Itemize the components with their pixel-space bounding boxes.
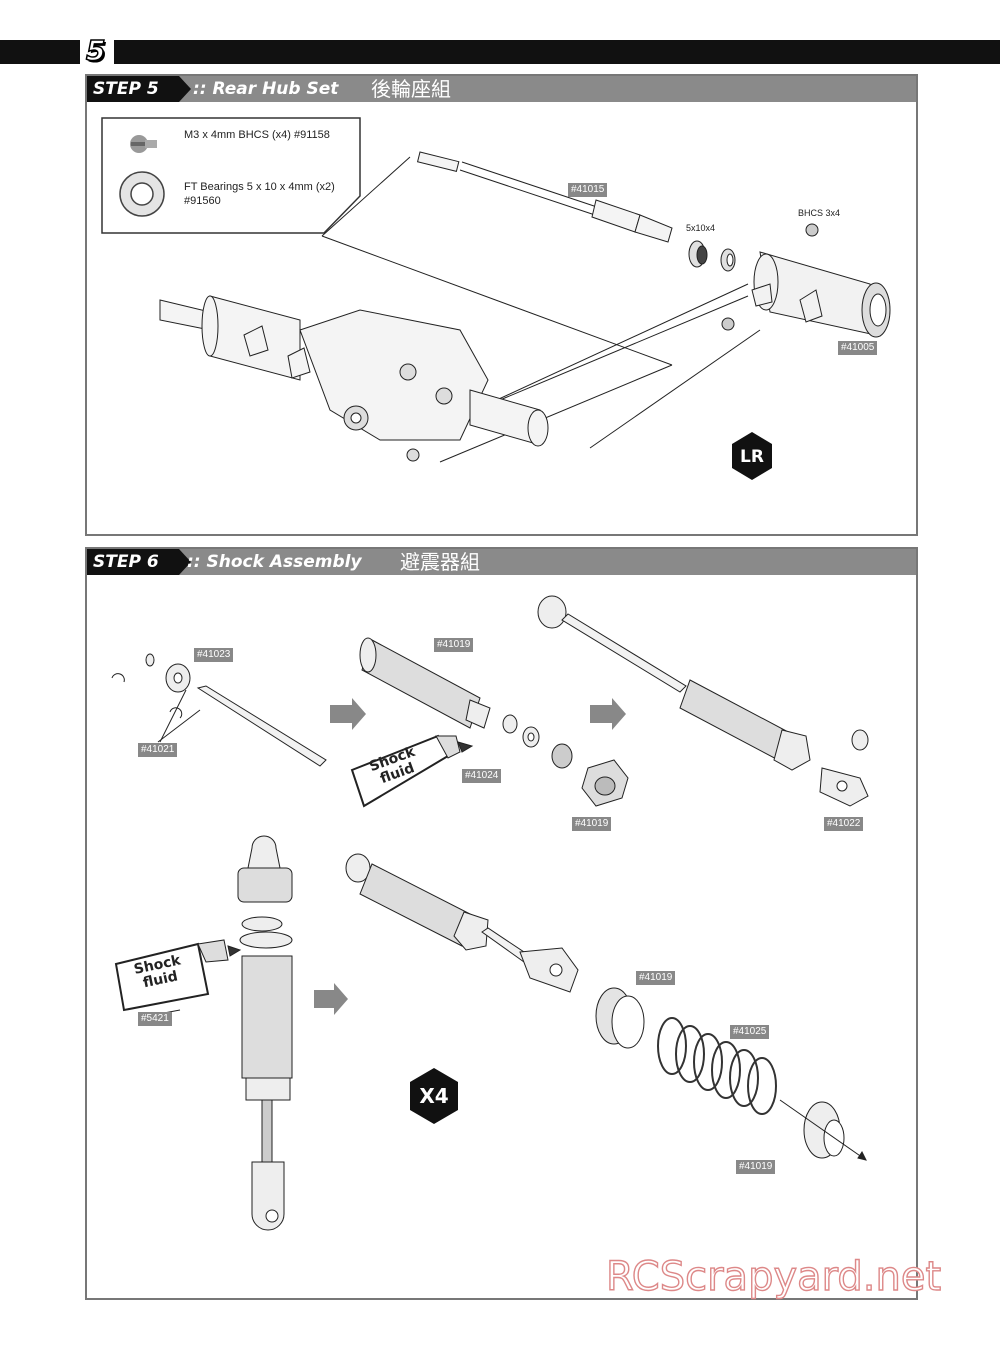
step6-title-cn: 避震器組 <box>400 550 480 574</box>
step5-tag: STEP 5 <box>87 76 179 102</box>
step6-title: :: Shock Assembly <box>187 552 362 572</box>
label-body: #41019 <box>434 638 474 652</box>
label-collar: #41019 <box>636 971 676 985</box>
label-hub: #41005 <box>838 341 878 355</box>
lr-badge-text: LR <box>740 447 764 467</box>
parts-box <box>101 117 361 234</box>
step6-header: STEP 6 :: Shock Assembly 避震器組 <box>87 549 916 575</box>
label-spring: #41025 <box>730 1025 770 1039</box>
page-header-bar <box>0 40 1000 64</box>
step6-panel: STEP 6 :: Shock Assembly 避震器組 <box>85 547 918 1300</box>
label-piston: #41023 <box>194 648 234 662</box>
step5-tag-arrow <box>179 76 191 102</box>
label-shaft: #41021 <box>138 743 178 757</box>
label-rodend: #41022 <box>824 817 864 831</box>
step5-header: STEP 5 :: Rear Hub Set 後輪座組 <box>87 76 916 102</box>
label-bearing: 5x10x4 <box>686 223 716 233</box>
part-screw-text: M3 x 4mm BHCS (x4) #91158 <box>184 129 330 141</box>
step5-title-cn: 後輪座組 <box>371 77 451 101</box>
part-bearing-text-1: FT Bearings 5 x 10 x 4mm (x2) <box>184 181 335 193</box>
quantity-badge-text: X4 <box>419 1084 448 1108</box>
label-cap: #41019 <box>572 817 612 831</box>
label-axle: #41015 <box>568 183 608 197</box>
step5-title: :: Rear Hub Set <box>193 79 339 99</box>
page-number: 5 <box>85 33 106 68</box>
step6-tag: STEP 6 <box>87 549 179 575</box>
label-oring: #41024 <box>462 769 502 783</box>
label-screw: BHCS 3x4 <box>798 208 841 218</box>
part-bearing-text-2: #91560 <box>184 195 221 207</box>
label-fluid-part: #5421 <box>138 1012 172 1026</box>
page-number-tab <box>80 36 114 70</box>
watermark: RCScrapyard.net <box>605 1253 942 1300</box>
step6-tag-arrow <box>179 549 191 575</box>
label-retainer: #41019 <box>736 1160 776 1174</box>
